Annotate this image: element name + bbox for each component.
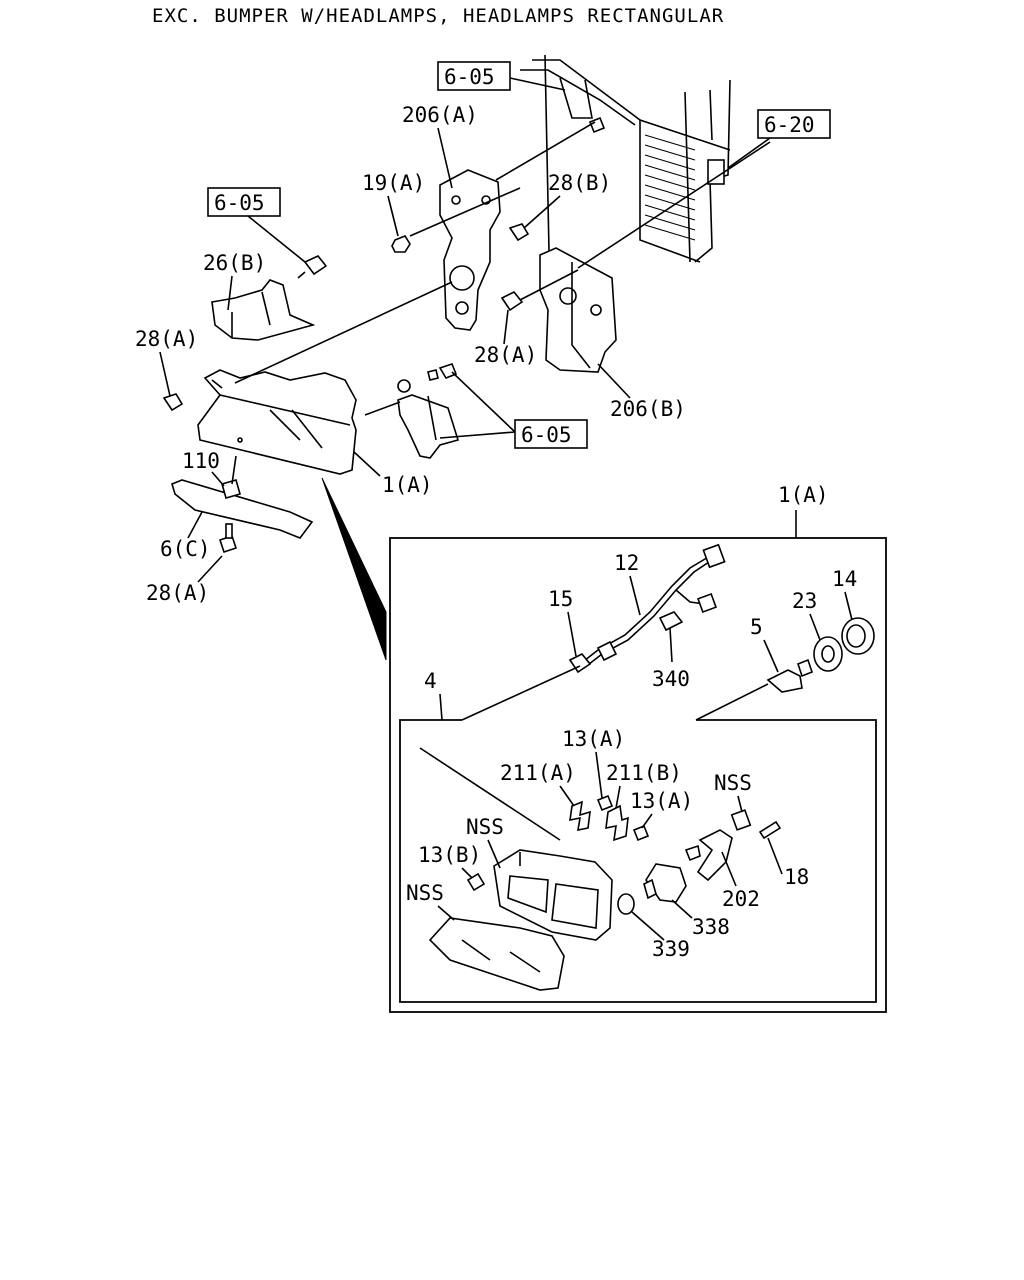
callout-28a-mid: 28(A)	[474, 309, 537, 367]
callout-label: 1(A)	[382, 473, 433, 497]
callout-label: 211(A)	[500, 761, 576, 785]
callout-206a: 206(A)	[402, 103, 478, 189]
callout-label: 19(A)	[362, 171, 425, 195]
bracket-26b-drawing	[211, 279, 316, 341]
callout-28b: 28(B)	[523, 171, 611, 229]
callout-label: 26(B)	[203, 251, 266, 275]
callout-1a-main: 1(A)	[353, 451, 433, 497]
callout-label: 206(A)	[402, 103, 478, 127]
side-bracket-drawing	[397, 379, 460, 459]
callout-label: 12	[614, 551, 639, 575]
callout-label: 28(A)	[146, 581, 209, 605]
ref-box-6-05-top: 6-05	[437, 61, 566, 91]
ref-box-6-20: 6-20	[727, 109, 831, 169]
callout-label: 202	[722, 887, 760, 911]
callout-label: 28(A)	[474, 343, 537, 367]
callout-26b: 26(B)	[203, 251, 266, 311]
callout-206b: 206(B)	[597, 363, 686, 421]
ref-label: 6-05	[521, 423, 572, 447]
detail-pointer-wedge	[321, 477, 387, 661]
callout-label: 13(A)	[630, 789, 693, 813]
ref-label: 6-20	[764, 113, 815, 137]
callout-label: 13(A)	[562, 727, 625, 751]
page-title: EXC. BUMPER W/HEADLAMPS, HEADLAMPS RECTA…	[152, 5, 724, 27]
callout-label: 13(B)	[418, 843, 481, 867]
callout-label: NSS	[714, 771, 752, 795]
callout-label: 338	[692, 915, 730, 939]
callout-label: 23	[792, 589, 817, 613]
bracket-206a-drawing	[439, 169, 501, 331]
callout-label: 5	[750, 615, 763, 639]
callout-label: 1(A)	[778, 483, 829, 507]
alignment-lines	[234, 121, 771, 416]
callout-label: 18	[784, 865, 809, 889]
callout-label: NSS	[406, 881, 444, 905]
callout-label: 340	[652, 667, 690, 691]
callout-label: 28(B)	[548, 171, 611, 195]
ref-label: 6-05	[214, 191, 265, 215]
callout-label: 4	[424, 669, 437, 693]
ref-box-6-05-left: 6-05	[207, 187, 306, 263]
ref-label: 6-05	[444, 65, 495, 89]
callout-6c: 6(C)	[160, 511, 211, 561]
callout-label: 15	[548, 587, 573, 611]
headlamp-assembly-drawing	[197, 369, 357, 475]
trim-6c-drawing	[171, 455, 314, 539]
callout-label: 28(A)	[135, 327, 198, 351]
callout-label: 14	[832, 567, 857, 591]
callout-28a-bottom: 28(A)	[146, 555, 223, 605]
callout-110: 110	[182, 449, 225, 487]
callout-label: NSS	[466, 815, 504, 839]
callout-label: 6(C)	[160, 537, 211, 561]
callout-label: 339	[652, 937, 690, 961]
callout-label: 211(B)	[606, 761, 682, 785]
callout-19a: 19(A)	[362, 171, 425, 237]
callout-label: 110	[182, 449, 220, 473]
ref-box-6-05-mid: 6-05	[439, 371, 588, 449]
bracket-206b-drawing	[539, 247, 617, 373]
callout-label: 206(B)	[610, 397, 686, 421]
callout-28a-left: 28(A)	[135, 327, 198, 397]
detail-box: 1(A) 4 12 14 15 23 5 340	[389, 483, 887, 1013]
fastener-drawings	[162, 223, 530, 554]
radiator-grille-drawing	[520, 54, 731, 301]
